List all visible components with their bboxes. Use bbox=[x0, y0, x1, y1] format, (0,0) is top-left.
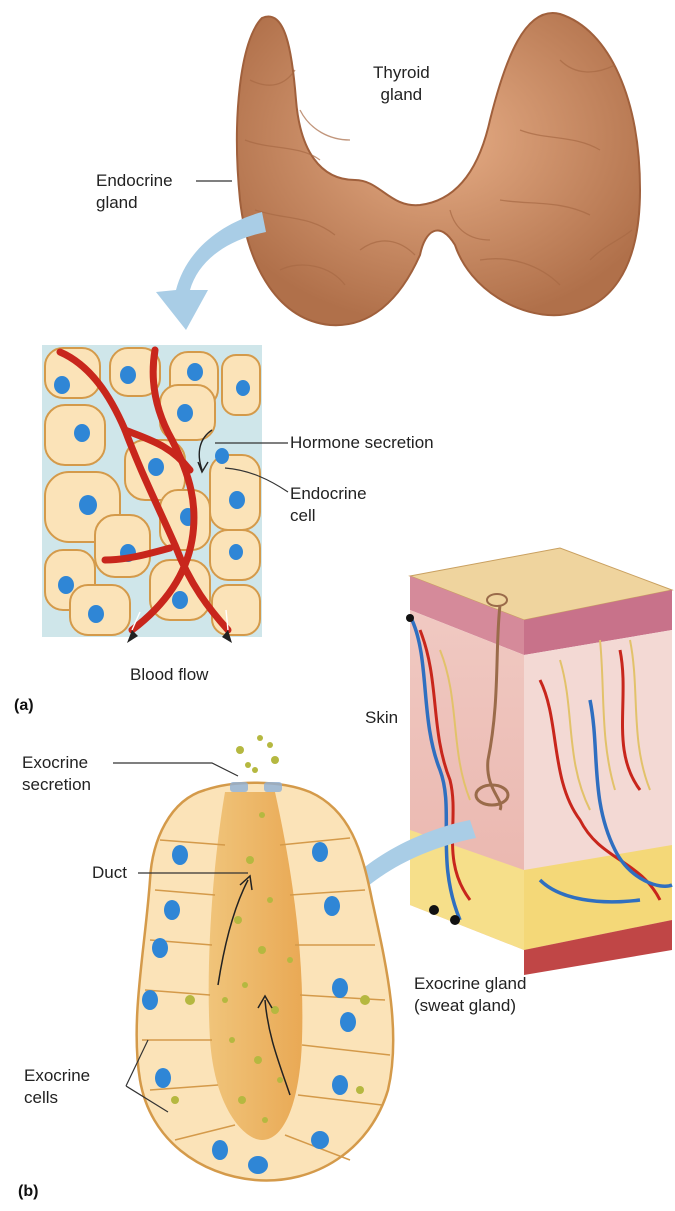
panel-a-label: (a) bbox=[14, 697, 34, 715]
skin-label: Skin bbox=[365, 707, 398, 729]
thyroid-label-line-2: gland bbox=[373, 84, 430, 106]
endocrine-cell-label-line-2: cell bbox=[290, 505, 367, 527]
exocrine-secretion-label: Exocrine secretion bbox=[22, 752, 91, 796]
exocrine-secretion-label-line-1: Exocrine bbox=[22, 752, 91, 774]
panel-b-label: (b) bbox=[18, 1183, 38, 1201]
exocrine-cells-label-line-2: cells bbox=[24, 1087, 90, 1109]
thyroid-gland-label: Thyroid gland bbox=[373, 62, 430, 106]
thyroid-label-line-1: Thyroid bbox=[373, 62, 430, 84]
blood-flow-label: Blood flow bbox=[130, 664, 208, 686]
thyroid-gland bbox=[237, 13, 640, 325]
endocrine-tissue bbox=[42, 345, 262, 637]
exocrine-gland bbox=[137, 735, 394, 1180]
endocrine-gland-label-line-1: Endocrine bbox=[96, 170, 173, 192]
exocrine-cells-label: Exocrine cells bbox=[24, 1065, 90, 1109]
exocrine-secretion-leader bbox=[113, 763, 238, 776]
hormone-secretion-label: Hormone secretion bbox=[290, 432, 434, 454]
endocrine-gland-label: Endocrine gland bbox=[96, 170, 173, 214]
endocrine-gland-label-line-2: gland bbox=[96, 192, 173, 214]
endocrine-cell-label-line-1: Endocrine bbox=[290, 483, 367, 505]
exocrine-gland-label: Exocrine gland (sweat gland) bbox=[414, 973, 526, 1017]
curved-arrow-icon bbox=[156, 212, 266, 330]
exocrine-cells-label-line-1: Exocrine bbox=[24, 1065, 90, 1087]
exocrine-secretion-label-line-2: secretion bbox=[22, 774, 91, 796]
exocrine-gland-label-line-2: (sweat gland) bbox=[414, 995, 526, 1017]
exocrine-gland-label-line-1: Exocrine gland bbox=[414, 973, 526, 995]
skin-block bbox=[406, 548, 672, 975]
duct-label: Duct bbox=[92, 862, 127, 884]
endocrine-cell-label: Endocrine cell bbox=[290, 483, 367, 527]
